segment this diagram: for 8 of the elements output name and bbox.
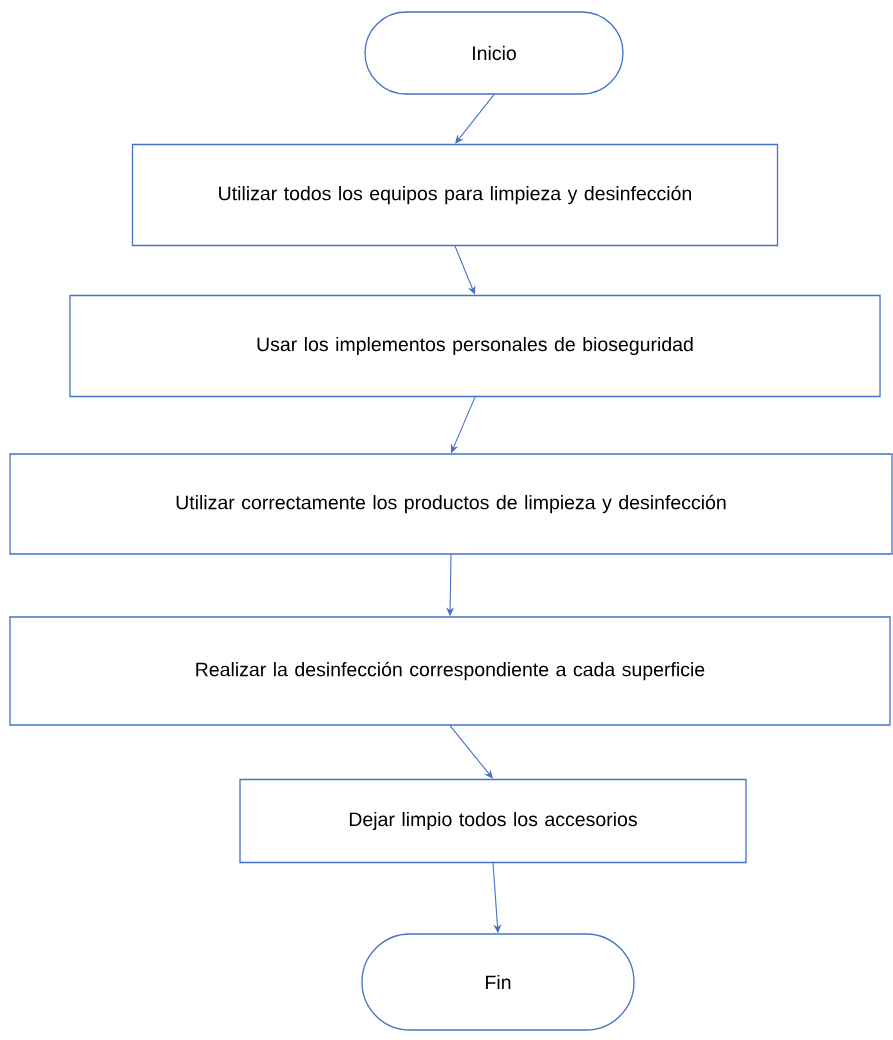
process-box: Utilizar todos los equipos para limpieza y desinfección <box>131 143 779 247</box>
arrow <box>455 94 495 144</box>
process-box: Usar los implementos personales de bioseguridad <box>69 294 881 398</box>
process-box: Dejar limpio todos los accesorios <box>239 778 747 864</box>
process-box: Utilizar correctamente los productos de limpieza y desinfección <box>9 453 893 555</box>
arrow <box>454 245 476 295</box>
arrow <box>449 725 493 779</box>
process-box: Realizar la desinfección correspondiente a cada superficie <box>9 616 891 726</box>
